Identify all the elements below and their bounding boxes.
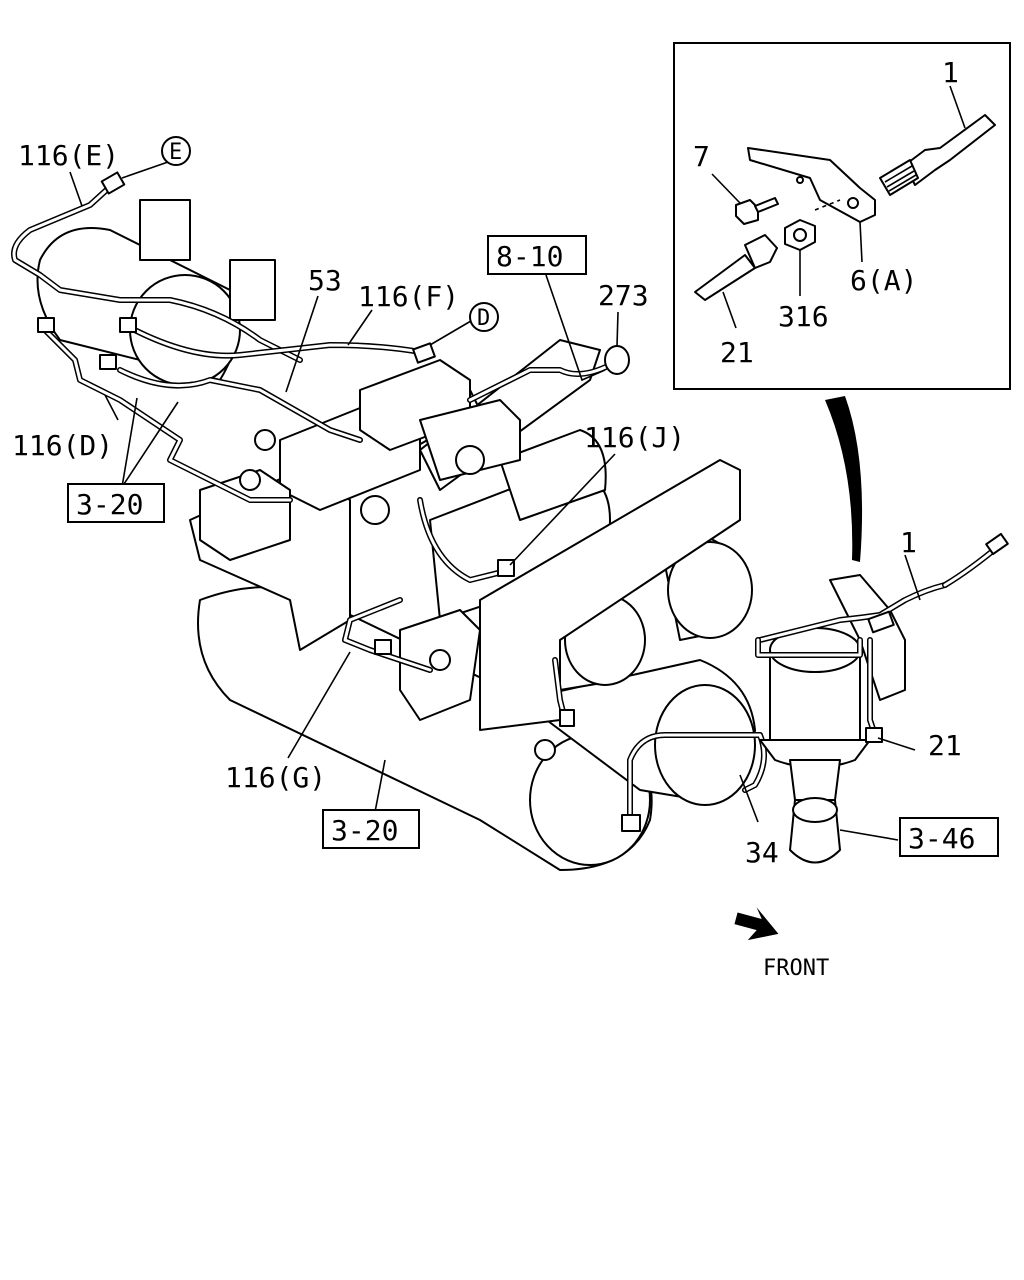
- air-tanks: [36, 199, 756, 871]
- callout-273: 273: [598, 279, 649, 312]
- air-dryer-assembly: [755, 532, 1009, 864]
- callout-116j: 116(J): [584, 421, 685, 454]
- inset-pointer-arrow: [825, 396, 863, 562]
- detail-inset: [673, 42, 1011, 390]
- connector-markers: E D: [161, 136, 499, 332]
- ref-3-46: 3-46: [908, 822, 975, 855]
- callout-6a: 6(A): [850, 264, 917, 297]
- ref-8-10: 8-10: [496, 240, 563, 273]
- callout-1-main: 1: [900, 526, 917, 559]
- callout-116e: 116(E): [18, 139, 119, 172]
- callout-53: 53: [308, 264, 342, 297]
- leader-lines: [69, 161, 921, 841]
- callout-21-main: 21: [928, 729, 962, 762]
- callout-116g: 116(G): [225, 761, 326, 794]
- callout-316: 316: [778, 300, 829, 333]
- connector-e-label: E: [169, 140, 182, 165]
- front-label: FRONT: [763, 956, 829, 981]
- connector-d-circle: [469, 302, 499, 332]
- ref-box-8-10: [487, 235, 587, 275]
- reference-boxes: 8-10 3-20 3-20 3-46: [67, 235, 999, 857]
- callout-1-inset: 1: [942, 56, 959, 89]
- ref-3-20-bottom: 3-20: [331, 814, 398, 847]
- valve-blocks: [199, 359, 521, 721]
- callout-116f: 116(F): [358, 280, 459, 313]
- pipe-fittings: [37, 171, 641, 832]
- callout-116d: 116(D): [12, 429, 113, 462]
- ref-box-3-20-left: [67, 483, 165, 523]
- connector-d-label: D: [477, 306, 490, 331]
- air-pipes: [11, 182, 767, 823]
- callout-34: 34: [745, 836, 779, 869]
- ref-3-20-left: 3-20: [76, 488, 143, 521]
- part-callouts: 116(E) 116(F) 53 273 116(D) 116(J) 116(G…: [12, 56, 962, 869]
- ref-box-3-20-bottom: [322, 809, 420, 849]
- front-arrow-icon: [734, 907, 779, 941]
- front-indicator: FRONT: [734, 907, 829, 981]
- ref-box-3-46: [899, 817, 999, 857]
- callout-21-inset: 21: [720, 336, 754, 369]
- connector-e-circle: [161, 136, 191, 166]
- callout-7: 7: [693, 140, 710, 173]
